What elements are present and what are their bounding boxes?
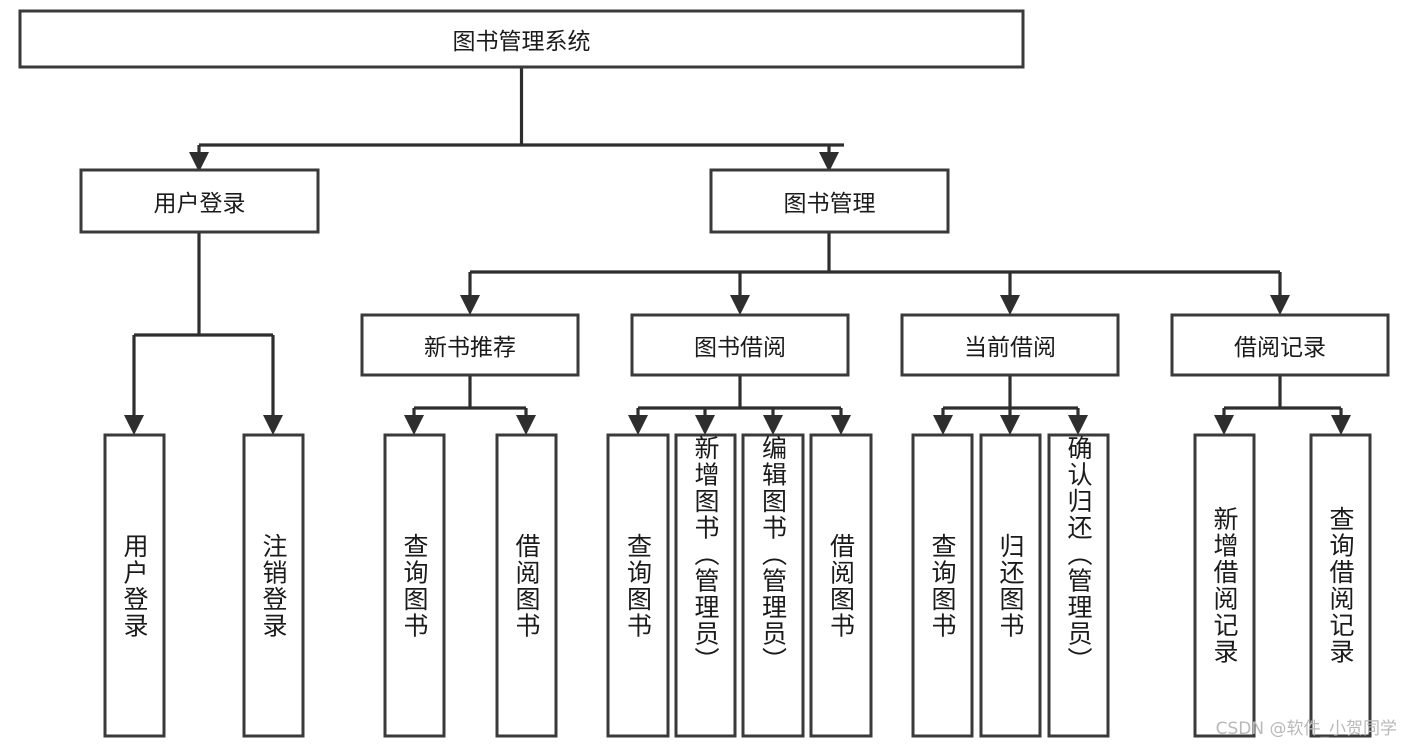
leaf-box-book-borrow-3[interactable]	[809, 433, 873, 738]
leaf-box-user-login-1[interactable]	[242, 433, 305, 738]
node-box-current-borrow[interactable]	[900, 313, 1120, 377]
node-box-book-borrow[interactable]	[630, 313, 850, 377]
connector-group-current-borrow	[933, 375, 1088, 435]
leaf-box-current-borrow-1[interactable]	[979, 433, 1042, 738]
leaf-box-borrow-record-1[interactable]	[1309, 433, 1372, 738]
leaf-box-user-login-0[interactable]	[103, 433, 166, 738]
node-box-user-login[interactable]	[79, 168, 320, 234]
node-box-new-book[interactable]	[360, 313, 580, 377]
leaf-box-current-borrow-0[interactable]	[911, 433, 974, 738]
leaf-box-borrow-record-0[interactable]	[1193, 433, 1256, 738]
connector-group-user-login	[124, 232, 283, 435]
leaf-box-new-book-1[interactable]	[495, 433, 558, 738]
leaf-box-book-borrow-0[interactable]	[606, 433, 670, 738]
node-box-book-manage[interactable]	[709, 168, 950, 234]
connector-group-book-borrow	[628, 375, 851, 435]
connector-group-borrow-record	[1214, 375, 1351, 435]
leaf-box-book-borrow-2[interactable]	[741, 433, 805, 738]
connector-group-root	[189, 67, 844, 172]
watermark-text: CSDN @软件_小贺同学	[1215, 719, 1397, 739]
leaf-box-new-book-0[interactable]	[383, 433, 446, 738]
node-box-root[interactable]	[18, 9, 1025, 69]
connector-group-book-manage	[460, 232, 1290, 315]
connector-group-new-book	[404, 375, 536, 435]
leaf-box-current-borrow-2[interactable]	[1047, 433, 1110, 738]
leaf-box-book-borrow-1[interactable]	[674, 433, 737, 738]
node-box-borrow-record[interactable]	[1170, 313, 1390, 377]
